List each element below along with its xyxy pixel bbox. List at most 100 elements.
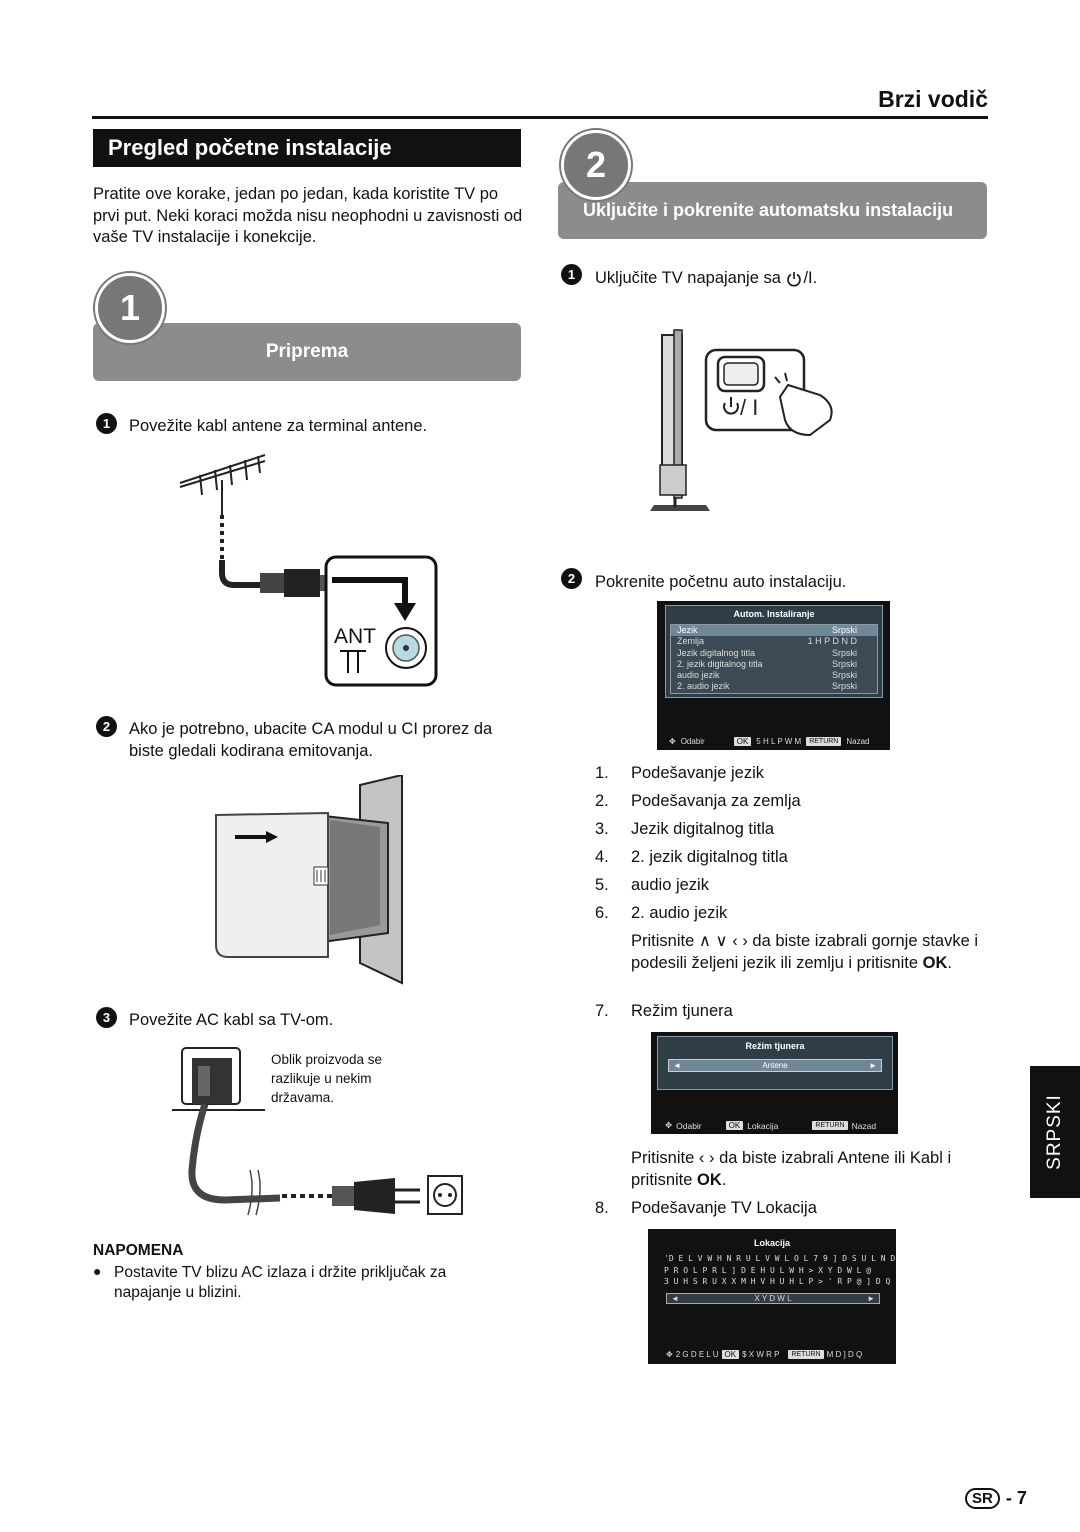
- ok-key-icon: OK: [721, 1350, 740, 1359]
- selector-right-icon: ►: [867, 1294, 875, 1303]
- osd-auto-row: 2. jezik digitalnog titla Srpski: [671, 659, 877, 670]
- osd-auto-row-value: Srpski: [831, 647, 857, 658]
- list-text: 2. jezik digitalnog titla: [631, 848, 788, 866]
- arrow-left-icon: ‹: [698, 1149, 705, 1167]
- arrow-right-icon: ›: [708, 1149, 715, 1167]
- selector-left-icon: ◄: [673, 1061, 681, 1070]
- osd-location: Lokacija 'D E L V W H N R U L V W L O L …: [648, 1229, 896, 1364]
- item-3-text: Povežite AC kabl sa TV-om.: [129, 1011, 334, 1029]
- dpad-icon: ✥: [666, 1350, 673, 1359]
- osd-auto-row-label: audio jezik: [677, 670, 720, 681]
- ant-label: ANT: [334, 625, 376, 648]
- language-side-tab-label: SRPSKI: [1044, 1094, 1066, 1170]
- osd-tuner-mode: Režim tjunera ◄ Antene ► ✥ Odabir OK Lok…: [651, 1032, 898, 1134]
- osd-auto-row-value: Srpski: [831, 625, 857, 635]
- step-1-title: Priprema: [265, 341, 349, 362]
- ok-key-icon: OK: [733, 737, 752, 746]
- ac-cable-illustration: [172, 1047, 463, 1216]
- step-2-number: 2: [585, 144, 607, 185]
- osd-tuner-title: Režim tjunera: [745, 1041, 805, 1051]
- press-pre: Pritisnite: [631, 932, 695, 950]
- step-1-circle: 1: [95, 273, 165, 343]
- right-item-1-prefix: Uključite TV napajanje sa: [595, 269, 786, 287]
- osd-auto-row-label: Jezik digitalnog titla: [677, 647, 756, 658]
- osd-tuner-footer: ✥ Odabir OK Lokacija RETURN Nazad: [665, 1120, 895, 1131]
- language-badge: SR: [965, 1488, 1000, 1509]
- list-num: 4.: [595, 848, 609, 866]
- right-bullet-2: 2: [561, 568, 582, 589]
- return-key-icon: RETURN: [806, 737, 842, 746]
- osd-auto-title: Autom. Instaliranje: [733, 609, 815, 619]
- osd-auto-row-value: 1 H P D N D: [807, 636, 857, 647]
- press-period-2: .: [721, 1170, 727, 1189]
- bullet-2: 2: [96, 716, 117, 737]
- press-post-1: da biste izabrali gornje stavke i podesi…: [631, 932, 979, 972]
- osd-location-value: X Y D W L: [754, 1294, 792, 1303]
- return-key-icon: RETURN: [812, 1121, 848, 1130]
- osd-tuner-panel: Režim tjunera ◄ Antene ►: [657, 1036, 893, 1090]
- list-text: Podešavanja za zemlja: [631, 792, 801, 810]
- list-num-8: 8.: [595, 1199, 609, 1217]
- press-ok-1: OK: [922, 953, 948, 972]
- list-num-7: 7.: [595, 1002, 609, 1020]
- ca-module-illustration: [215, 775, 403, 985]
- osd-auto-row-value: Srpski: [831, 658, 857, 669]
- note-heading: NAPOMENA: [93, 1242, 184, 1259]
- return-key-icon: RETURN: [788, 1350, 824, 1359]
- step-1-bar: Priprema: [93, 323, 521, 381]
- press2-pre: Pritisnite: [631, 1149, 695, 1167]
- selector-left-icon: ◄: [671, 1294, 679, 1303]
- osd-tuner-footer-ok-text: Lokacija: [747, 1120, 779, 1131]
- list-num: 3.: [595, 820, 609, 838]
- osd-auto-footer: ✥ Odabir OK 5 H L P W M RETURN Nazad: [669, 737, 889, 746]
- page-header-title: Brzi vodič: [878, 86, 988, 112]
- note-bullet: ●: [93, 1263, 102, 1279]
- list-text-7: Režim tjunera: [631, 1002, 733, 1020]
- list-text: 2. audio jezik: [631, 904, 728, 922]
- osd-location-line: 3 U H S R U X X M H V H U H L P > ' R P …: [664, 1277, 891, 1286]
- antenna-illustration: ANT: [179, 454, 438, 687]
- dpad-icon: ✥: [665, 1120, 673, 1130]
- list-num: 2.: [595, 792, 609, 810]
- osd-auto-row-label: 2. audio jezik: [677, 681, 730, 692]
- osd-location-footer-return-text: M D ] D Q: [826, 1350, 863, 1359]
- remote-power-label: / I: [740, 395, 758, 420]
- bullet-3: 3: [96, 1007, 117, 1028]
- osd-location-line: P R O L P R L ] D E H U L W H > X Y D W …: [664, 1265, 872, 1275]
- header-rule: [92, 116, 988, 119]
- press-instructions: Pritisnite ∧ ∨ ‹ › da biste izabrali gor…: [631, 931, 981, 974]
- section-heading: Pregled početne instalacije: [93, 129, 521, 167]
- selector-right-icon: ►: [869, 1061, 877, 1070]
- osd-location-footer: ✥ 2 G D E L U OK $ X W R P RETURN M D ] …: [666, 1350, 896, 1359]
- power-icon: [787, 271, 802, 287]
- arrow-left-icon: ‹: [732, 932, 738, 950]
- osd-auto-footer-return-text: Nazad: [846, 737, 870, 746]
- press-instructions-2: Pritisnite ‹ › da biste izabrali Antene …: [631, 1148, 981, 1191]
- list-text-8: Podešavanje TV Lokacija: [631, 1199, 817, 1217]
- ok-key-icon: OK: [725, 1121, 744, 1130]
- list-text: Podešavanje jezik: [631, 764, 764, 782]
- list-text: audio jezik: [631, 876, 709, 894]
- osd-tuner-footer-select: Odabir: [676, 1120, 702, 1131]
- language-side-tab: SRPSKI: [1030, 1066, 1080, 1198]
- right-item-1-suffix: /I.: [803, 269, 818, 287]
- step-2-circle: 2: [561, 130, 631, 200]
- item-1-text: Povežite kabl antene za terminal antene.: [129, 417, 428, 435]
- product-note: Oblik proizvoda se razlikuje u nekim drž…: [271, 1052, 383, 1105]
- right-item-2: Pokrenite početnu auto instalaciju.: [595, 573, 847, 591]
- osd-auto-footer-select: Odabir: [680, 737, 705, 746]
- osd-auto-row-label: Jezik: [677, 625, 698, 635]
- osd-auto-row-label: 2. jezik digitalnog titla: [677, 658, 763, 669]
- osd-tuner-selector: ◄ Antene ►: [668, 1059, 882, 1072]
- osd-location-footer-select: 2 G D E L U: [675, 1350, 719, 1359]
- dpad-icon: ✥: [669, 737, 676, 746]
- press-ok-2: OK: [697, 1170, 722, 1189]
- osd-tuner-value: Antene: [762, 1061, 788, 1070]
- list-num: 6.: [595, 904, 609, 922]
- press2-post: da biste izabrali Antene ili Kabl i prit…: [631, 1149, 952, 1189]
